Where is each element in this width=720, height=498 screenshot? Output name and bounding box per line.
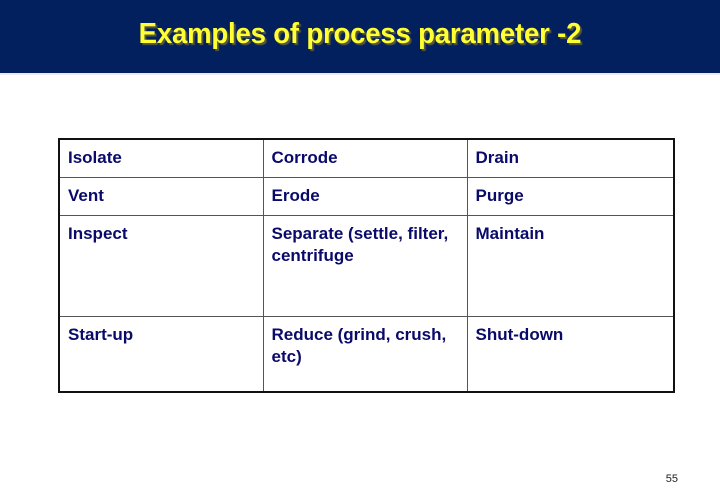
table-cell: Vent [58,176,264,216]
table-cell: Reduce (grind, crush, etc) [262,315,468,393]
table-cell: Shut-down [466,315,675,393]
table-cell: Maintain [466,214,675,317]
slide-title: Examples of process parameter -2 [138,18,582,50]
table-cell: Purge [466,176,675,216]
table-cell: Start-up [58,315,264,393]
table-cell: Corrode [262,138,468,178]
table-cell: Inspect [58,214,264,317]
table-cell: Erode [262,176,468,216]
page-number: 55 [665,473,678,485]
table-row: Inspect Separate (settle, filter, centri… [58,214,675,317]
table-row: Vent Erode Purge [58,176,675,216]
table-row: Start-up Reduce (grind, crush, etc) Shut… [58,315,675,393]
table-cell: Drain [466,138,675,178]
table-cell: Isolate [58,138,264,178]
table-row: Isolate Corrode Drain [58,138,675,178]
process-parameter-table: Isolate Corrode Drain Vent Erode Purge I… [58,138,675,393]
table-cell: Separate (settle, filter, centrifuge [262,214,468,317]
title-bar: Examples of process parameter -2 [0,0,720,75]
